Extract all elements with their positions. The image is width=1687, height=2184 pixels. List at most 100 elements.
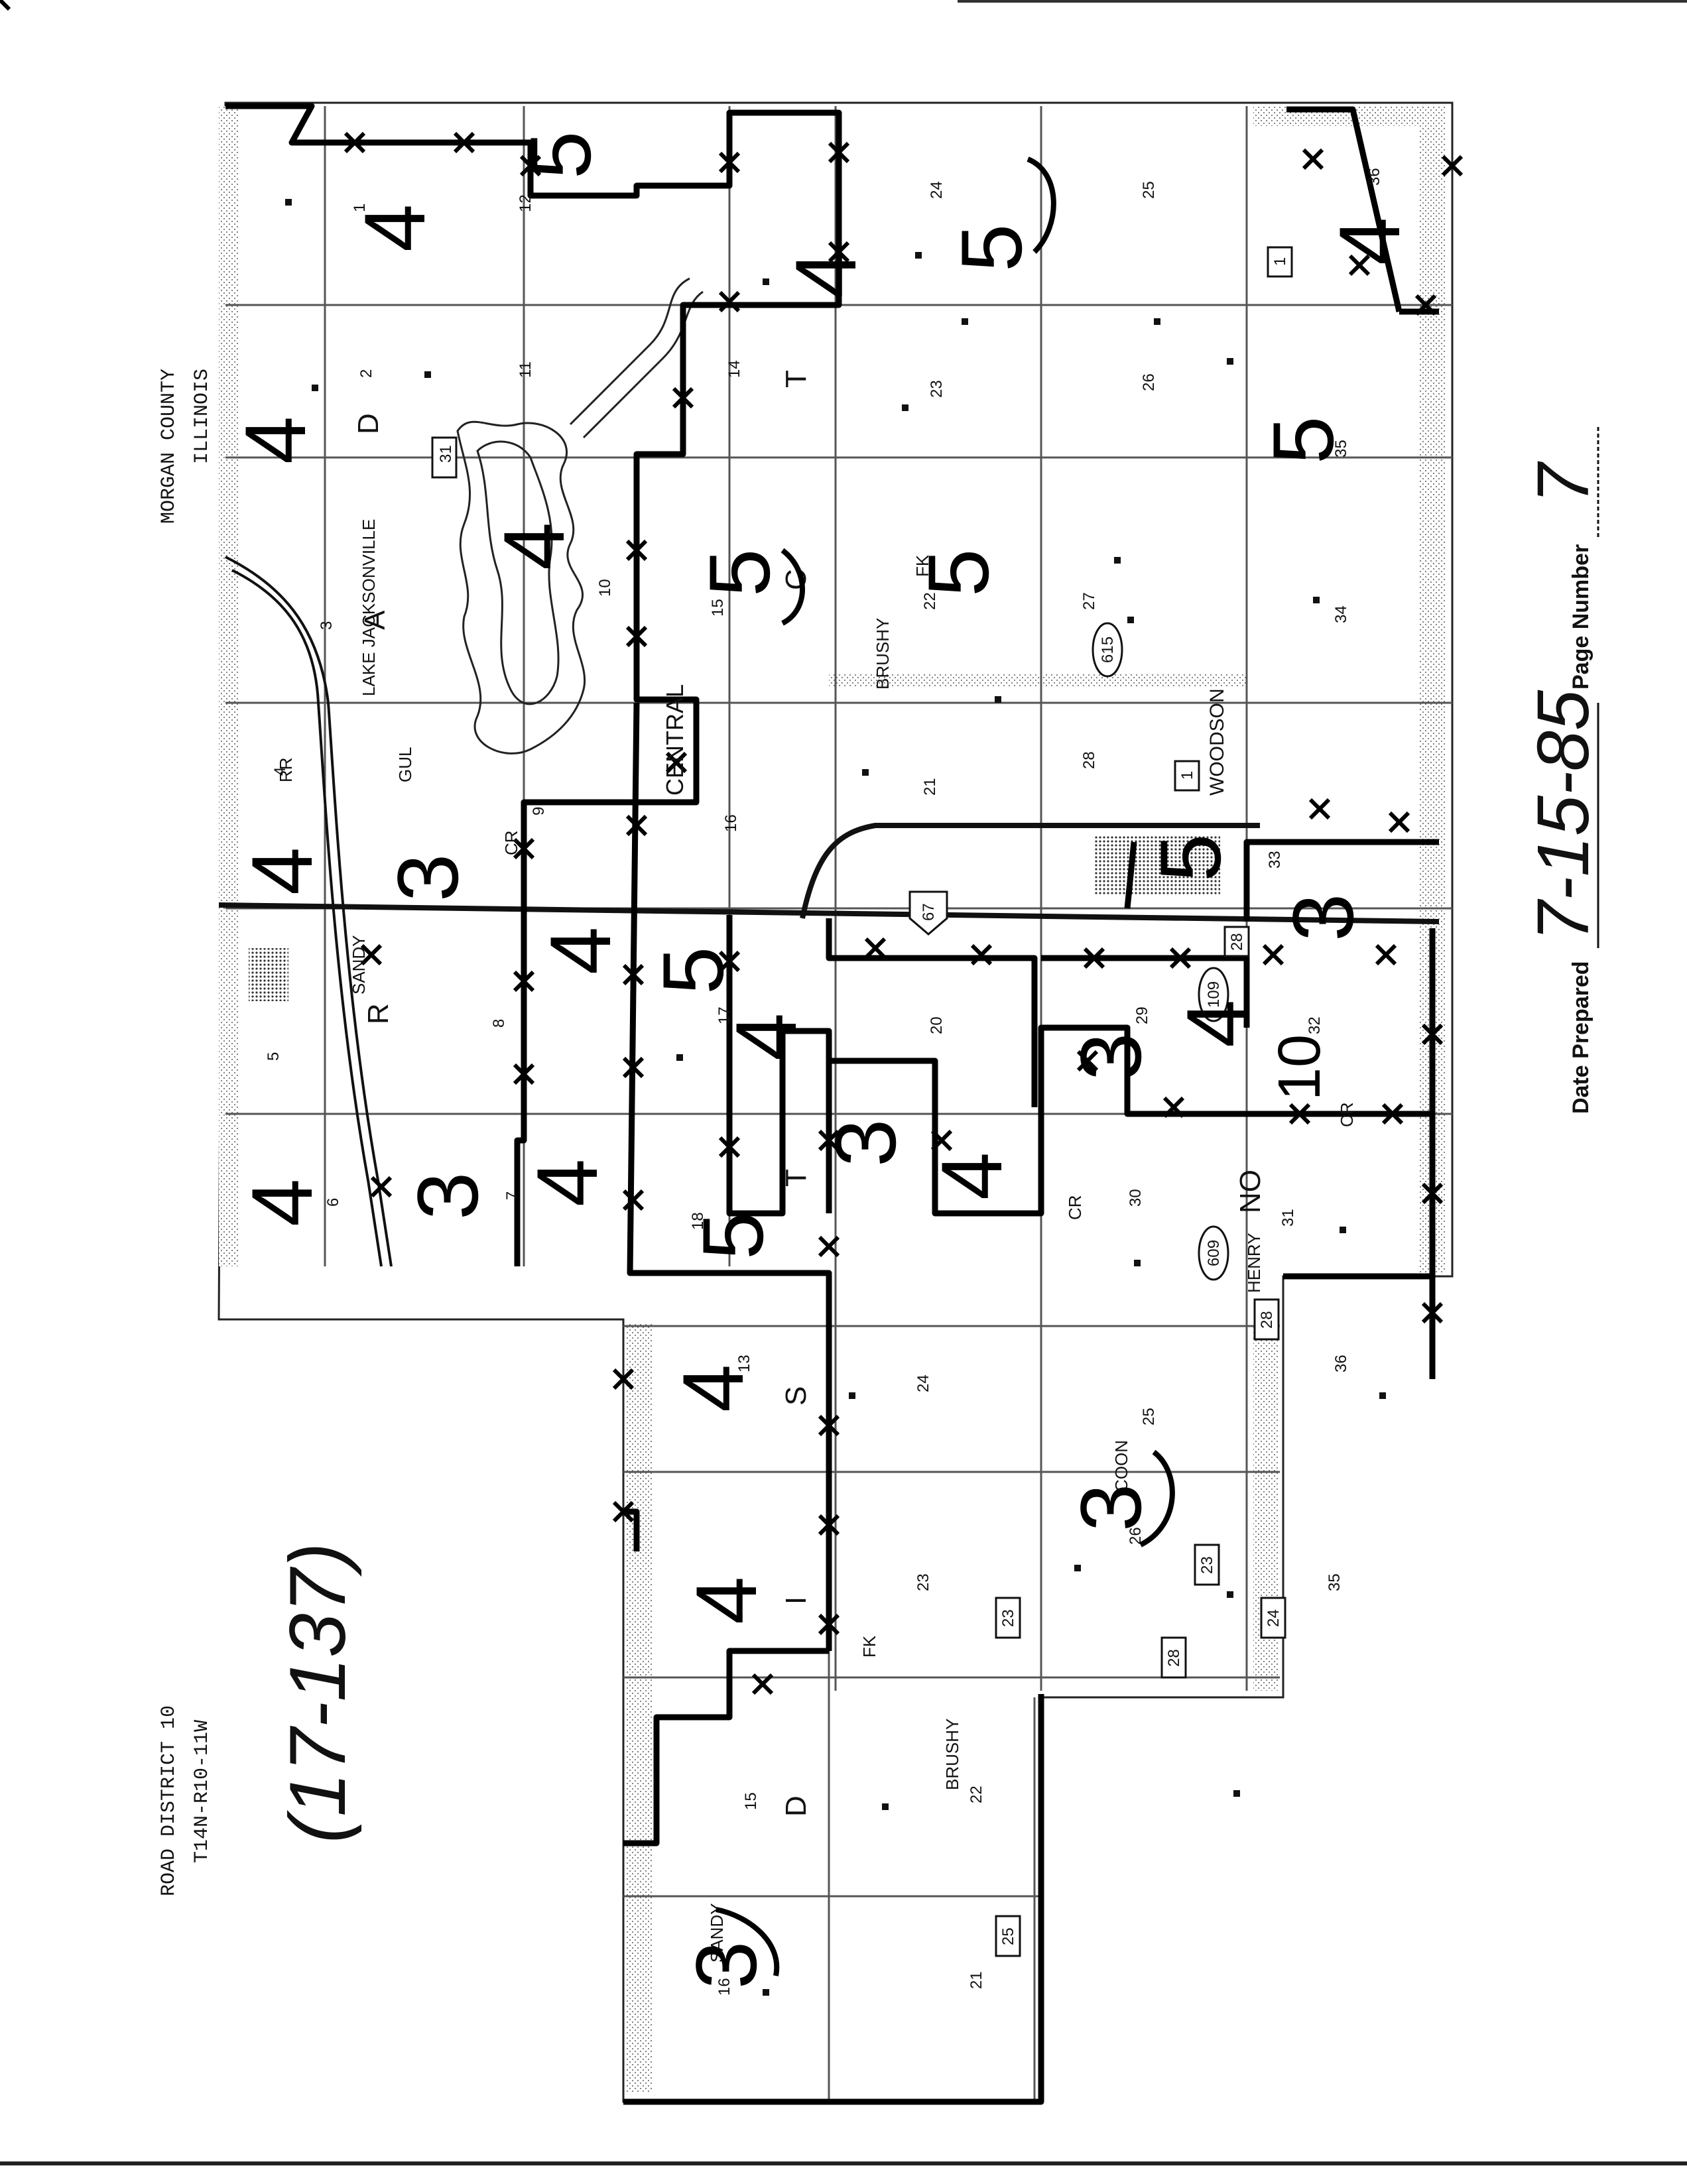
svg-text:28: 28 — [1228, 933, 1246, 951]
svg-text:609: 609 — [1205, 1240, 1223, 1266]
svg-text:16: 16 — [716, 1978, 733, 1996]
svg-text:6: 6 — [324, 1198, 342, 1207]
lake-jacksonville — [456, 277, 704, 755]
svg-text:10: 10 — [1267, 1034, 1333, 1101]
svg-text:T: T — [780, 1169, 812, 1187]
svg-text:R: R — [362, 1003, 395, 1024]
svg-text:24: 24 — [1265, 1609, 1282, 1627]
svg-text:I: I — [780, 1597, 812, 1605]
svg-text:4: 4 — [519, 1159, 615, 1207]
svg-text:SANDY: SANDY — [349, 935, 369, 995]
svg-text:26: 26 — [1140, 373, 1158, 391]
svg-text:4: 4 — [923, 1152, 1020, 1200]
county-title: MORGAN COUNTY — [158, 369, 180, 524]
svg-text:20: 20 — [928, 1016, 946, 1034]
svg-text:36: 36 — [1332, 1355, 1350, 1372]
svg-text:35: 35 — [1332, 440, 1350, 457]
svg-text:4: 4 — [777, 251, 874, 298]
page-label: Page Number — [1568, 544, 1593, 690]
map-labels: LAKE JACKSONVILLE WOODSON A D C T CENTRA… — [265, 168, 1383, 1996]
svg-text:11: 11 — [517, 361, 534, 378]
svg-text:31: 31 — [437, 445, 455, 463]
svg-text:22: 22 — [968, 1786, 985, 1803]
svg-text:21: 21 — [921, 778, 939, 796]
svg-text:32: 32 — [1306, 1016, 1324, 1034]
stipple-bands — [219, 106, 1446, 2092]
svg-text:5: 5 — [1255, 416, 1351, 464]
route-shields: 31 615 609 109 28 23 23 24 28 25 67 1 1 … — [431, 246, 1293, 1957]
svg-text:FK: FK — [912, 554, 932, 577]
svg-text:CR: CR — [1065, 1195, 1085, 1220]
svg-text:14: 14 — [725, 360, 743, 378]
svg-text:10: 10 — [596, 579, 614, 597]
svg-text:HENRY: HENRY — [1244, 1233, 1264, 1293]
district-boundary-hand — [225, 103, 1439, 2105]
svg-text:109: 109 — [1205, 981, 1223, 1008]
svg-text:4: 4 — [664, 1365, 761, 1412]
svg-text:3: 3 — [1275, 894, 1371, 941]
railroad — [225, 556, 393, 1267]
svg-text:4: 4 — [233, 1179, 330, 1227]
svg-text:4: 4 — [271, 767, 289, 776]
svg-text:16: 16 — [722, 814, 740, 832]
svg-text:5: 5 — [1142, 834, 1239, 882]
svg-text:25: 25 — [999, 1927, 1017, 1945]
date-value: 7-15-85 — [1523, 690, 1604, 941]
svg-text:15: 15 — [709, 599, 727, 617]
svg-text:23: 23 — [914, 1573, 932, 1591]
highway-67 — [218, 823, 1440, 924]
svg-text:615: 615 — [1099, 637, 1117, 663]
svg-text:A: A — [359, 610, 391, 630]
svg-text:C: C — [780, 569, 812, 590]
svg-text:4: 4 — [678, 1577, 775, 1624]
svg-text:1: 1 — [1271, 257, 1289, 266]
svg-text:33: 33 — [1266, 851, 1284, 869]
district-title: ROAD DISTRICT 10 — [158, 1705, 180, 1896]
svg-text:25: 25 — [1140, 181, 1158, 199]
svg-text:BRUSHY: BRUSHY — [873, 618, 893, 690]
svg-text:67: 67 — [920, 903, 938, 921]
svg-text:25: 25 — [1140, 1408, 1158, 1426]
map-header: MORGAN COUNTY ILLINOIS — [158, 369, 214, 524]
svg-text:12: 12 — [517, 194, 534, 212]
svg-text:NO: NO — [1234, 1170, 1267, 1213]
svg-text:18: 18 — [689, 1212, 707, 1230]
svg-text:1: 1 — [1178, 771, 1196, 780]
svg-text:7: 7 — [503, 1191, 521, 1200]
svg-text:31: 31 — [1279, 1209, 1297, 1227]
town-label: WOODSON — [1206, 688, 1228, 796]
lake-label: LAKE JACKSONVILLE — [359, 519, 379, 696]
scan-bottom-edge — [0, 2161, 1687, 2165]
building-marks — [285, 199, 1386, 1996]
svg-text:21: 21 — [968, 1971, 985, 1989]
svg-text:T: T — [780, 370, 812, 388]
svg-text:BRUSHY: BRUSHY — [942, 1719, 962, 1790]
svg-text:9: 9 — [530, 807, 548, 816]
svg-text:28: 28 — [1258, 1311, 1276, 1329]
svg-text:35: 35 — [1326, 1573, 1343, 1591]
svg-text:24: 24 — [914, 1374, 932, 1392]
svg-text:22: 22 — [921, 592, 939, 610]
svg-text:CR: CR — [501, 830, 521, 855]
svg-text:5: 5 — [943, 224, 1040, 272]
svg-text:3: 3 — [678, 1941, 775, 1989]
svg-text:5: 5 — [910, 549, 1007, 597]
svg-text:3: 3 — [399, 1172, 496, 1220]
svg-text:5: 5 — [691, 549, 788, 597]
svg-text:RR: RR — [276, 757, 296, 782]
svg-text:23: 23 — [928, 380, 946, 398]
svg-text:4: 4 — [1321, 217, 1418, 265]
svg-text:24: 24 — [928, 181, 946, 199]
scan-top-edge — [958, 0, 1687, 3]
svg-text:28: 28 — [1165, 1649, 1183, 1667]
svg-text:15: 15 — [742, 1792, 760, 1810]
handwritten-code: (17-137) — [273, 1542, 362, 1843]
svg-text:4: 4 — [346, 204, 443, 252]
svg-text:4: 4 — [227, 416, 324, 464]
svg-text:28: 28 — [1080, 751, 1098, 769]
boundary-x-marks — [0, 0, 1462, 1693]
svg-text:3: 3 — [379, 854, 476, 902]
svg-text:17: 17 — [716, 1006, 733, 1024]
svg-text:5: 5 — [265, 1052, 282, 1061]
